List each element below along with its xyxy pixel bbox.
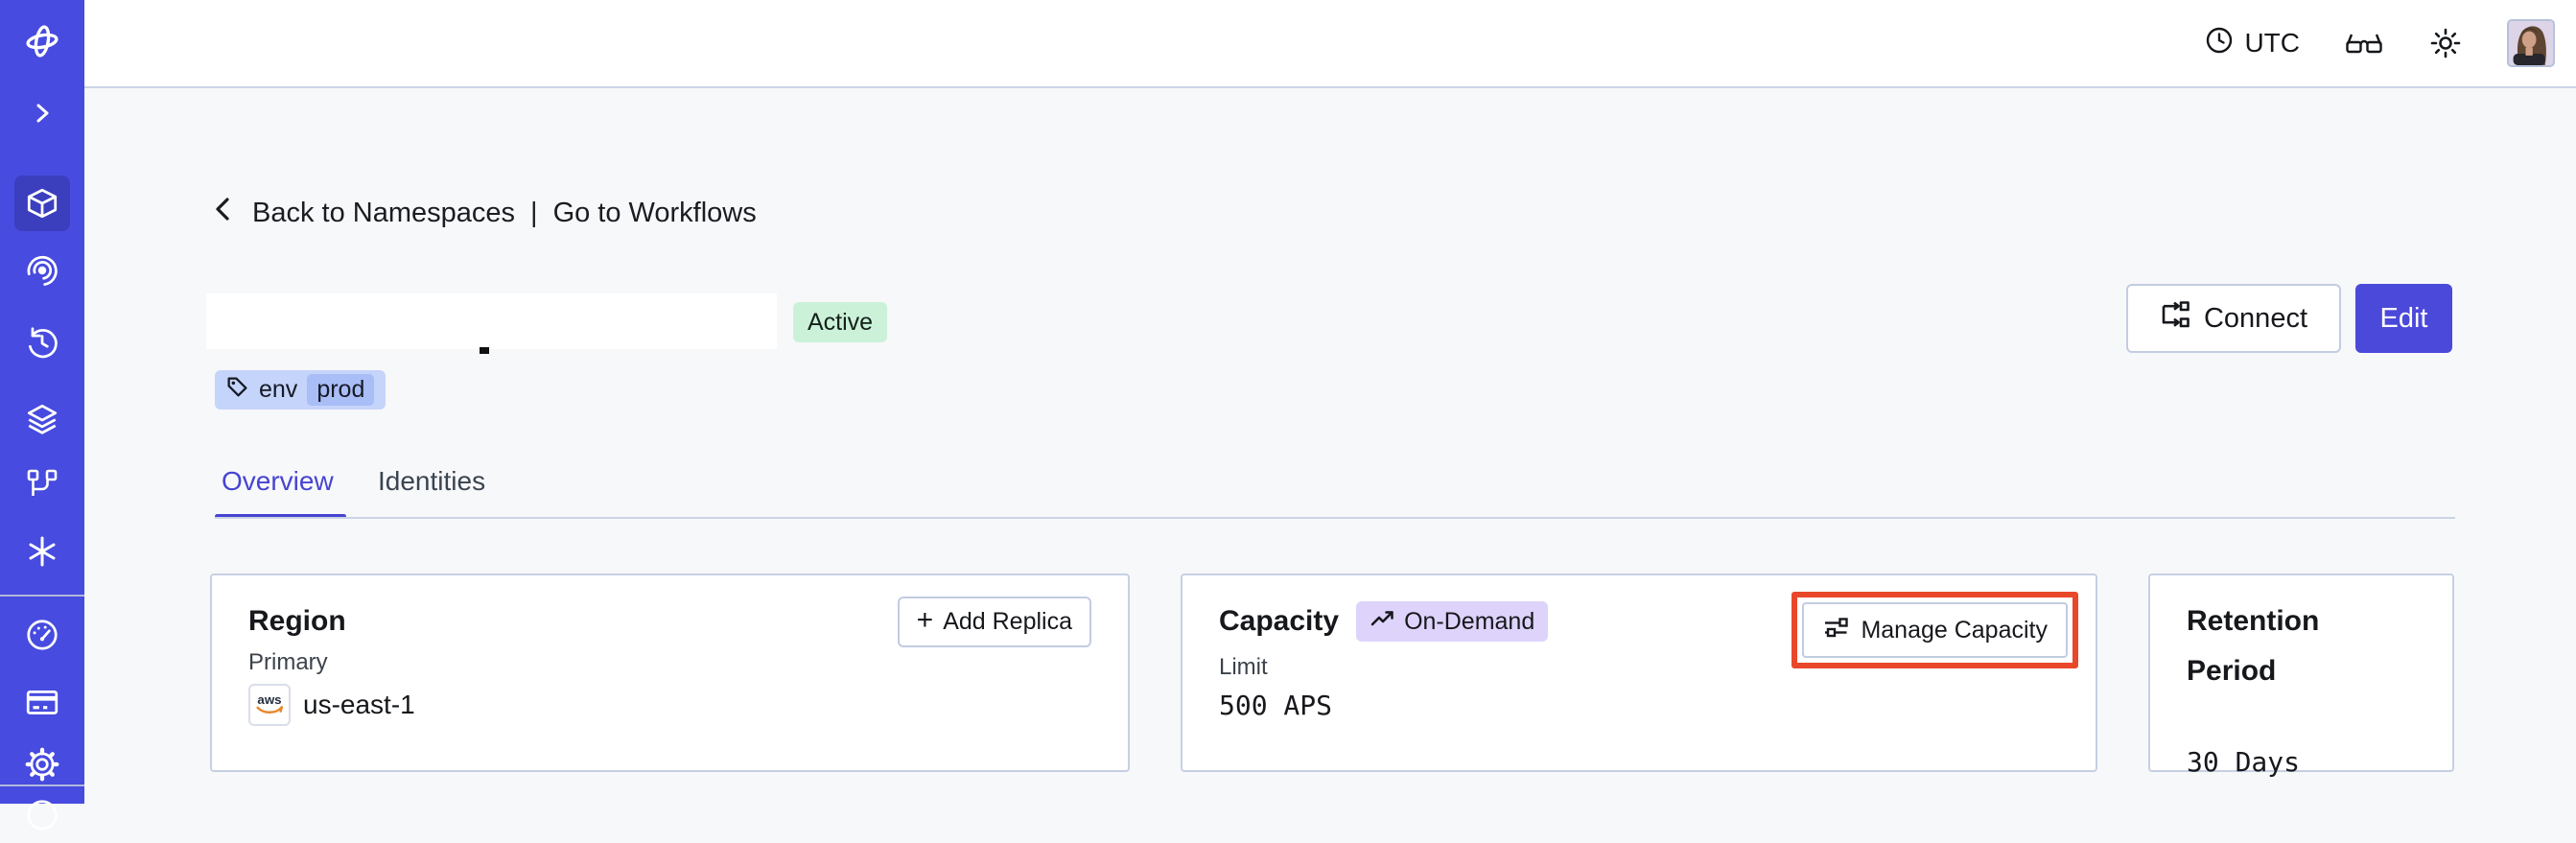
aws-provider-icon: aws xyxy=(248,684,291,726)
sidebar-item-usage[interactable] xyxy=(14,607,70,663)
on-demand-badge: On-Demand xyxy=(1356,601,1549,642)
retention-card-title: Retention Period xyxy=(2187,605,2320,687)
namespace-tag[interactable]: env prod xyxy=(215,370,386,410)
sidebar-item-archival[interactable] xyxy=(14,243,70,298)
sidebar-expand-chevron-icon[interactable] xyxy=(14,85,70,141)
sidebar-item-billing[interactable] xyxy=(14,675,70,731)
connect-icon xyxy=(2160,300,2190,337)
aws-badge-text: aws xyxy=(257,692,281,707)
tab-overview[interactable]: Overview xyxy=(222,466,334,496)
add-replica-label: Add Replica xyxy=(943,608,1072,635)
timezone-selector[interactable]: UTC xyxy=(2205,26,2300,61)
status-badge: Active xyxy=(793,302,888,342)
status-badge-label: Active xyxy=(808,308,874,336)
trending-up-icon xyxy=(1370,607,1395,637)
tab-identities[interactable]: Identities xyxy=(378,466,486,496)
top-header: UTC xyxy=(84,0,2576,88)
sidebar-item-help[interactable] xyxy=(14,787,70,843)
labs-glasses-icon[interactable] xyxy=(2344,29,2384,58)
capacity-limit-label: Limit xyxy=(1219,654,1268,680)
plus-icon: + xyxy=(916,604,934,636)
breadcrumb: Back to Namespaces | Go to Workflows xyxy=(210,195,757,231)
temporal-logo-icon[interactable] xyxy=(14,13,70,69)
add-replica-button[interactable]: + Add Replica xyxy=(897,597,1091,647)
on-demand-label: On-Demand xyxy=(1404,607,1535,635)
sidebar-item-stack[interactable] xyxy=(14,391,70,447)
capacity-value: 500 APS xyxy=(1219,690,1333,721)
edit-button-label: Edit xyxy=(2379,302,2428,334)
region-card-title: Region xyxy=(248,605,346,637)
retention-value: 30 Days xyxy=(2187,746,2301,778)
region-card: Region + Add Replica Primary aws us-east… xyxy=(210,574,1130,772)
sliders-icon xyxy=(1822,614,1849,646)
user-avatar[interactable] xyxy=(2507,19,2555,67)
connect-button-label: Connect xyxy=(2203,302,2307,334)
region-primary-label: Primary xyxy=(248,649,328,675)
manage-capacity-label: Manage Capacity xyxy=(1861,616,2048,644)
region-value: us-east-1 xyxy=(303,690,415,719)
go-to-workflows-link[interactable]: Go to Workflows xyxy=(552,197,757,228)
back-chevron-icon[interactable] xyxy=(210,195,237,231)
back-to-namespaces-link[interactable]: Back to Namespaces xyxy=(252,197,516,228)
timezone-label: UTC xyxy=(2244,28,2300,58)
clock-icon xyxy=(2205,26,2234,61)
tag-value-chip: prod xyxy=(307,374,375,406)
retention-card: Retention Period 30 Days xyxy=(2148,574,2454,778)
active-tab-indicator xyxy=(215,514,346,519)
edit-button[interactable]: Edit xyxy=(2355,284,2452,353)
sidebar-item-namespaces[interactable] xyxy=(14,176,70,231)
capacity-card-title: Capacity xyxy=(1219,605,1340,637)
sidebar-divider xyxy=(0,595,84,597)
manage-capacity-highlight: Manage Capacity xyxy=(1791,592,2078,668)
sidebar-divider xyxy=(0,784,84,786)
breadcrumb-divider: | xyxy=(530,197,538,228)
tag-icon xyxy=(225,375,249,406)
sidebar-item-schedules[interactable] xyxy=(14,315,70,370)
sidebar xyxy=(0,0,84,831)
sidebar-item-settings[interactable] xyxy=(14,737,70,792)
sidebar-item-nexus[interactable] xyxy=(14,524,70,579)
tabs-baseline xyxy=(215,517,2455,519)
capacity-card: Capacity On-Demand Limit 500 APS xyxy=(1181,574,2097,772)
namespace-name-redacted xyxy=(206,293,777,349)
tag-key: env xyxy=(259,376,298,403)
namespace-name-artifact xyxy=(480,347,489,354)
sidebar-item-deployments[interactable] xyxy=(14,457,70,512)
connect-button[interactable]: Connect xyxy=(2126,284,2341,353)
manage-capacity-button[interactable]: Manage Capacity xyxy=(1802,602,2068,658)
light-mode-sun-icon[interactable] xyxy=(2428,26,2463,60)
